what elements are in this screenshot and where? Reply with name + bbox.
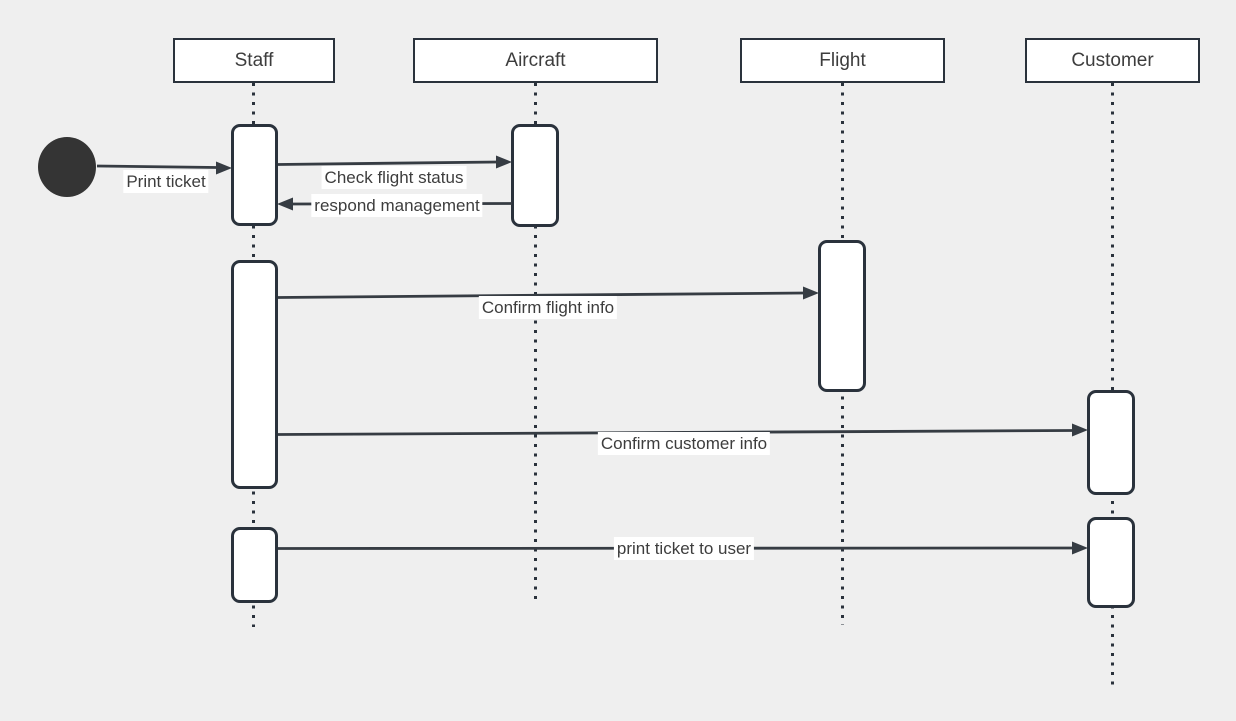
activation-aircraft-1 xyxy=(511,124,559,227)
message-line-confirm-flight-info xyxy=(277,291,805,299)
message-label-respond-management: respond management xyxy=(311,194,483,217)
actor-aircraft-label: Aircraft xyxy=(505,49,566,71)
message-label-print-ticket: Print ticket xyxy=(123,170,209,193)
actor-staff-label: Staff xyxy=(234,49,274,71)
actor-staff: Staff xyxy=(173,38,335,83)
lifeline-customer xyxy=(1111,83,1114,685)
initial-node-icon xyxy=(38,137,96,197)
actor-aircraft: Aircraft xyxy=(413,38,658,83)
message-line-check-flight-status xyxy=(277,160,499,166)
actor-flight-label: Flight xyxy=(819,49,866,71)
activation-flight-1 xyxy=(818,240,866,392)
message-label-check-flight-status: Check flight status xyxy=(321,166,467,189)
actor-customer: Customer xyxy=(1025,38,1200,83)
message-label-confirm-customer-info: Confirm customer info xyxy=(597,432,771,455)
lifeline-aircraft xyxy=(534,83,537,600)
activation-staff-1 xyxy=(231,124,278,226)
message-label-confirm-flight-info: Confirm flight info xyxy=(478,296,618,319)
message-line-print-ticket xyxy=(96,164,218,169)
arrowhead-print-ticket-to-user-icon xyxy=(1072,541,1088,555)
arrowhead-confirm-flight-info-icon xyxy=(803,286,819,300)
activation-staff-2 xyxy=(231,260,278,489)
activation-customer-1 xyxy=(1087,390,1135,495)
actor-customer-label: Customer xyxy=(1071,49,1154,71)
activation-staff-3 xyxy=(231,527,278,603)
message-label-print-ticket-to-user: print ticket to user xyxy=(613,537,755,560)
activation-customer-2 xyxy=(1087,517,1135,608)
actor-flight: Flight xyxy=(740,38,945,83)
arrowhead-respond-management-icon xyxy=(277,197,293,211)
arrowhead-check-flight-status-icon xyxy=(496,155,512,169)
arrowhead-confirm-customer-info-icon xyxy=(1072,423,1088,437)
arrowhead-print-ticket-icon xyxy=(216,161,232,175)
